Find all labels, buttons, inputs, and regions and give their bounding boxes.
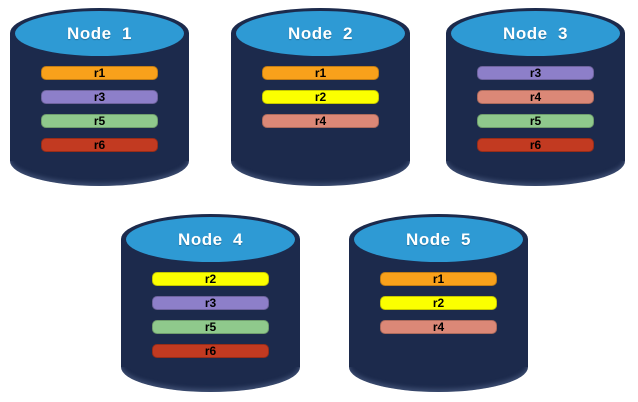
replica-label: r3 — [204, 296, 217, 310]
replica-label: r1 — [314, 66, 327, 80]
replica-label: r2 — [204, 272, 217, 286]
cylinder-top-face: Node 2 — [236, 11, 405, 56]
replica-label: r2 — [314, 90, 327, 104]
replica-label: r3 — [93, 90, 106, 104]
replica-label: r5 — [529, 114, 542, 128]
node-title: Node 3 — [503, 23, 568, 43]
replica-bar-r5: r5 — [41, 114, 158, 128]
database-node-4: Node 4 r2 r3 r5 r6 — [121, 214, 300, 392]
replica-label: r4 — [314, 114, 327, 128]
replica-bar-r3: r3 — [152, 296, 269, 310]
node-title: Node 5 — [406, 229, 471, 249]
replica-bar-r5: r5 — [152, 320, 269, 334]
node-title: Node 1 — [67, 23, 132, 43]
replica-label: r1 — [93, 66, 106, 80]
replica-bar-r6: r6 — [152, 344, 269, 358]
database-node-1: Node 1 r1 r3 r5 r6 — [10, 8, 189, 186]
cylinder-top-face: Node 1 — [15, 11, 184, 56]
replica-bar-r6: r6 — [477, 138, 594, 152]
replica-bar-r5: r5 — [477, 114, 594, 128]
cylinder-top-face: Node 5 — [354, 217, 523, 262]
database-node-5: Node 5 r1 r2 r4 — [349, 214, 528, 392]
replica-label: r6 — [93, 138, 106, 152]
replica-bar-r3: r3 — [477, 66, 594, 80]
replica-bar-r4: r4 — [262, 114, 379, 128]
replica-bar-r2: r2 — [152, 272, 269, 286]
node-title: Node 4 — [178, 229, 243, 249]
replica-label: r5 — [204, 320, 217, 334]
replica-label: r6 — [529, 138, 542, 152]
replica-label: r3 — [529, 66, 542, 80]
replica-bar-r4: r4 — [380, 320, 497, 334]
node-title: Node 2 — [288, 23, 353, 43]
replica-label: r4 — [529, 90, 542, 104]
cylinder-top-face: Node 4 — [126, 217, 295, 262]
cylinder-top-face: Node 3 — [451, 11, 620, 56]
replica-label: r5 — [93, 114, 106, 128]
database-node-2: Node 2 r1 r2 r4 — [231, 8, 410, 186]
replica-bar-r1: r1 — [41, 66, 158, 80]
replica-bar-r3: r3 — [41, 90, 158, 104]
database-node-3: Node 3 r3 r4 r5 r6 — [446, 8, 625, 186]
replica-bar-r2: r2 — [262, 90, 379, 104]
replica-label: r1 — [432, 272, 445, 286]
replica-bar-r2: r2 — [380, 296, 497, 310]
replica-label: r2 — [432, 296, 445, 310]
replica-bar-r1: r1 — [262, 66, 379, 80]
replica-label: r4 — [432, 320, 445, 334]
replica-bar-r6: r6 — [41, 138, 158, 152]
replica-bar-r1: r1 — [380, 272, 497, 286]
replica-label: r6 — [204, 344, 217, 358]
replica-bar-r4: r4 — [477, 90, 594, 104]
